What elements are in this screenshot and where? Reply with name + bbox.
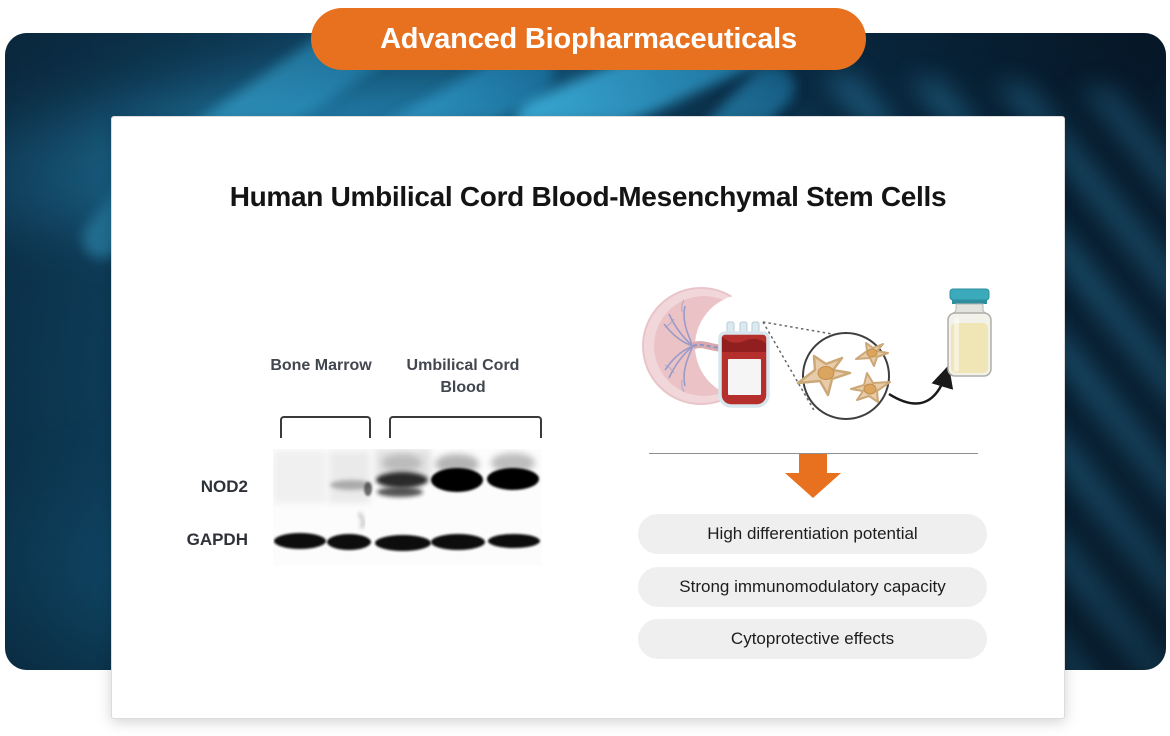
stem-cell-icon [855, 342, 889, 367]
benefit-pill-label: High differentiation potential [707, 524, 918, 543]
vial-icon [947, 288, 992, 377]
stem-cell-icon [796, 354, 852, 397]
curved-arrow-icon [888, 365, 954, 405]
divider-line [649, 453, 978, 454]
benefit-pill-label: Cytoprotective effects [730, 629, 895, 648]
blot-row-label-gapdh: GAPDH [186, 530, 248, 549]
bracket-bone-marrow [280, 416, 371, 438]
blot-group-label-umbilical-cord-blood: Umbilical Cord Blood [406, 357, 520, 396]
page-title: Human Umbilical Cord Blood-Mesenchymal S… [229, 181, 947, 212]
benefit-pill: Cytoprotective effects [638, 619, 987, 659]
blot-row-label-nod2: NOD2 [200, 477, 248, 496]
cord-blood-bag-icon [718, 321, 770, 408]
benefit-pill: Strong immunomodulatory capacity [638, 567, 987, 607]
bracket-umbilical-cord-blood [389, 416, 542, 438]
down-arrow-icon [785, 454, 841, 498]
magnifier-cone-lines [762, 321, 839, 413]
benefit-pill-label: Strong immunomodulatory capacity [679, 577, 946, 596]
blot-group-label-bone-marrow: Bone Marrow [270, 357, 372, 374]
banner-label: Advanced Biopharmaceuticals [380, 22, 797, 55]
magnifier-circle-icon [796, 332, 891, 420]
banner: Advanced Biopharmaceuticals [311, 8, 866, 70]
content-card: Human Umbilical Cord Blood-Mesenchymal S… [111, 116, 1065, 719]
stem-cell-icon [850, 372, 891, 403]
western-blot-bands [273, 449, 542, 566]
benefit-pill: High differentiation potential [638, 514, 987, 554]
